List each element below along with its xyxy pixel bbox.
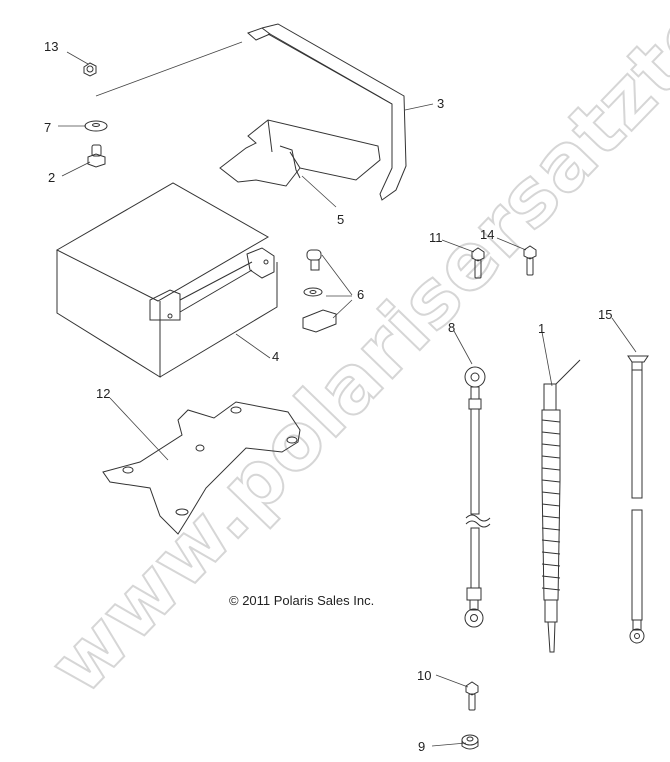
callout-13: 13 [44, 39, 59, 54]
callout-14: 14 [480, 227, 495, 242]
cable-1-icon [541, 359, 581, 653]
callout-1: 1 [538, 321, 546, 336]
callout-3: 3 [437, 96, 445, 111]
leader-lines [58, 41, 637, 747]
callout-10: 10 [417, 668, 432, 683]
bolt-2-icon [87, 144, 106, 168]
bolt-14-icon [523, 245, 537, 276]
callout-7: 7 [44, 120, 52, 135]
strap-3-icon [247, 23, 407, 201]
battery-4-icon [55, 182, 278, 378]
callout-15: 15 [598, 307, 613, 322]
callout-5: 5 [337, 212, 345, 227]
washer-7-icon [84, 120, 108, 132]
callout-6: 6 [357, 287, 365, 302]
nut-13-icon [83, 62, 97, 77]
callout-8: 8 [448, 320, 456, 335]
callout-12: 12 [96, 386, 111, 401]
tray-12-icon [102, 401, 301, 535]
callout-9: 9 [418, 739, 426, 754]
copyright-text: © 2011 Polaris Sales Inc. [229, 593, 375, 608]
bolt-10-icon [465, 681, 479, 711]
callout-2: 2 [48, 170, 56, 185]
hardware-6-icon [302, 249, 337, 333]
cable-8-icon [464, 366, 491, 628]
callout-11: 11 [429, 230, 443, 245]
bracket-5-icon [219, 119, 381, 187]
bolt-11-icon [471, 247, 485, 279]
callout-4: 4 [272, 349, 280, 364]
strap-15-icon [627, 355, 649, 644]
nut-9-icon [461, 734, 479, 750]
